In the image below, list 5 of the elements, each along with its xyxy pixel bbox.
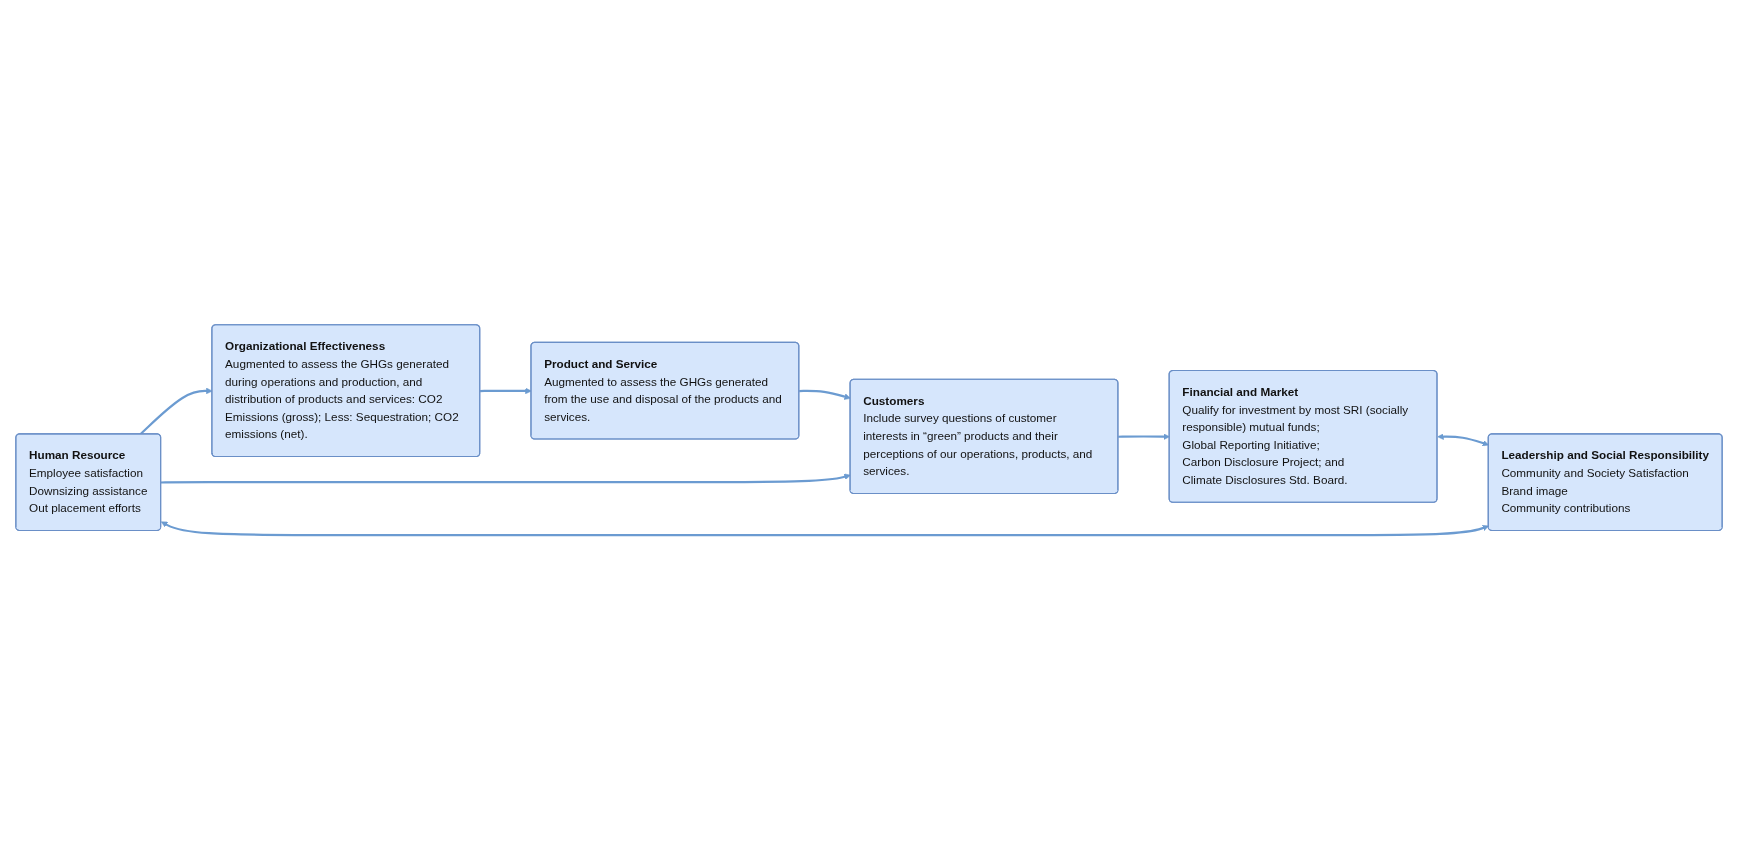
arrow bbox=[1118, 433, 1170, 440]
arrow bbox=[161, 473, 851, 484]
arrow bbox=[799, 389, 851, 400]
arrow bbox=[161, 521, 1489, 537]
arrow bbox=[1437, 433, 1489, 447]
